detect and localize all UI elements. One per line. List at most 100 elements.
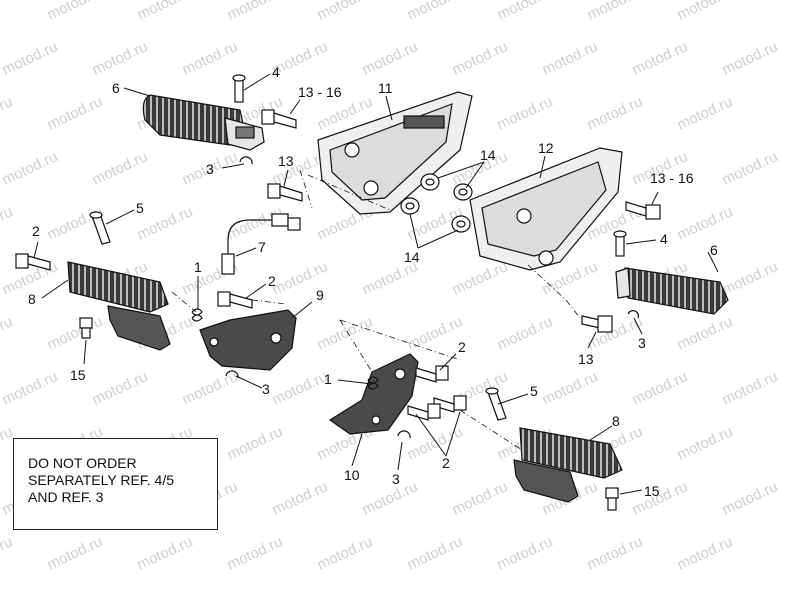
watermark-text: motod.ru [675, 0, 736, 24]
nut-14-c [400, 197, 420, 215]
grease-nipple-15-left [79, 317, 93, 339]
callout-5-right: 5 [530, 383, 538, 399]
watermark-text: motod.ru [0, 368, 60, 408]
callout-3-upper-left: 3 [206, 161, 214, 177]
callout-2-left-middle: 2 [268, 273, 276, 289]
watermark-text: motod.ru [720, 148, 781, 188]
callout-7: 7 [258, 239, 266, 255]
leader-lines [33, 73, 719, 495]
nut-14-d [451, 215, 471, 233]
watermark-text: motod.ru [0, 0, 15, 24]
order-note-box: DO NOT ORDER SEPARATELY REF. 4/5 AND REF… [13, 438, 218, 530]
bolt-2-center-c [407, 403, 441, 421]
watermark-text: motod.ru [360, 38, 421, 78]
watermark-text: motod.ru [270, 368, 331, 408]
watermark-text: motod.ru [45, 93, 106, 133]
callout-9: 9 [316, 287, 324, 303]
watermark-text: motod.ru [45, 0, 106, 24]
watermark-text: motod.ru [720, 258, 781, 298]
watermark-text: motod.ru [45, 533, 106, 573]
nut-14-b [453, 183, 473, 201]
callout-12: 12 [538, 140, 554, 156]
callout-3-lower-left: 3 [262, 381, 270, 397]
watermark-text: motod.ru [540, 38, 601, 78]
callout-6-left: 6 [112, 80, 120, 96]
sensor-switch-7 [221, 213, 301, 275]
watermark-text: motod.ru [225, 533, 286, 573]
clip-3-right [627, 310, 639, 319]
callout-labels: 6 4 13 - 16 11 3 13 14 12 13 - 16 4 6 14… [28, 64, 718, 499]
footrest-bracket-11 [317, 91, 473, 215]
watermark-text: motod.ru [405, 533, 466, 573]
callout-8-right: 8 [612, 413, 620, 429]
watermark-text: motod.ru [720, 478, 781, 518]
clip-3-center [397, 430, 411, 439]
watermark-text: motod.ru [675, 313, 736, 353]
callout-4-right: 4 [660, 231, 668, 247]
footrest-bracket-12 [469, 147, 623, 271]
callout-13-right: 13 [578, 351, 594, 367]
watermark-text: motod.ru [630, 368, 691, 408]
watermark-text: motod.ru [405, 423, 466, 463]
order-note-line-1: DO NOT ORDER [28, 455, 137, 471]
watermark-text: motod.ru [585, 0, 646, 24]
callout-3-center: 3 [392, 471, 400, 487]
callout-13-16-left: 13 - 16 [298, 84, 342, 100]
watermark-text: motod.ru [315, 0, 376, 24]
watermark-text: motod.ru [0, 93, 15, 133]
watermark-text: motod.ru [0, 203, 15, 243]
pin-5-left [89, 211, 111, 245]
nut-14-a [420, 173, 440, 191]
grease-nipple-15-right [605, 487, 619, 511]
callout-10: 10 [344, 467, 360, 483]
pin-5-right [485, 387, 507, 421]
watermark-text: motod.ru [90, 38, 151, 78]
watermark-text: motod.ru [585, 93, 646, 133]
callout-15-right: 15 [644, 483, 660, 499]
watermark-text: motod.ru [495, 0, 556, 24]
clip-3-lower-left [225, 370, 239, 379]
watermark-text: motod.ru [180, 368, 241, 408]
callout-14-lower: 14 [404, 249, 420, 265]
watermark-text: motod.ru [0, 313, 15, 353]
watermark-text: motod.ru [90, 368, 151, 408]
callout-2-center-upper: 2 [458, 339, 466, 355]
watermark-text: motod.ru [630, 478, 691, 518]
watermark-text: motod.ru [225, 0, 286, 24]
watermark-text: motod.ru [495, 93, 556, 133]
callout-4-left: 4 [272, 64, 280, 80]
watermark-text: motod.ru [405, 313, 466, 353]
callout-13-16-right: 13 - 16 [650, 170, 694, 186]
bolt-2-center-a [415, 365, 449, 383]
callout-8-left: 8 [28, 291, 36, 307]
watermark-text: motod.ru [675, 533, 736, 573]
callout-13-left: 13 [278, 153, 294, 169]
bolt-13-left [267, 183, 303, 202]
watermark-text: motod.ru [90, 148, 151, 188]
watermark-text: motod.ru [495, 533, 556, 573]
bolt-2-center-b [433, 395, 467, 413]
watermark-text: motod.ru [720, 38, 781, 78]
callout-11: 11 [378, 80, 393, 96]
watermark-text: motod.ru [720, 368, 781, 408]
footrest-bracket-10 [328, 353, 419, 435]
watermark-text: motod.ru [585, 533, 646, 573]
watermark-text: motod.ru [360, 478, 421, 518]
watermark-text: motod.ru [450, 258, 511, 298]
watermark-text: motod.ru [450, 38, 511, 78]
order-note-line-3: AND REF. 3 [28, 489, 104, 505]
bolt-2-left-middle [217, 291, 253, 309]
watermark-text: motod.ru [675, 203, 736, 243]
callout-1-left: 1 [194, 259, 202, 275]
watermark-text: motod.ru [450, 478, 511, 518]
watermark-text: motod.ru [0, 38, 60, 78]
watermark-text: motod.ru [540, 368, 601, 408]
order-note-line-2: SEPARATELY REF. 4/5 [28, 472, 175, 488]
watermark-text: motod.ru [270, 478, 331, 518]
footrest-6-right [615, 267, 729, 315]
footrest-bracket-9 [199, 309, 297, 371]
bolt-13-16-right [625, 201, 661, 220]
watermark-text: motod.ru [675, 423, 736, 463]
watermark-text: motod.ru [630, 38, 691, 78]
